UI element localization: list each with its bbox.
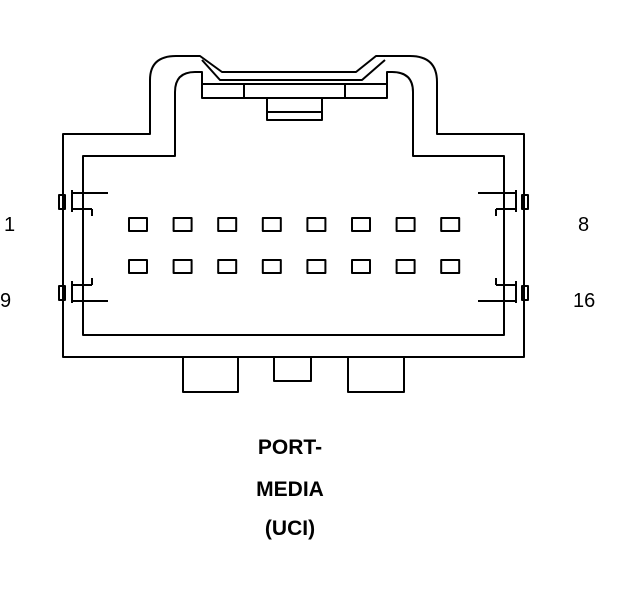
pin-cavity-6 <box>351 217 371 232</box>
locking-clip-top-left <box>58 190 108 216</box>
connector-name-line-2: MEDIA <box>256 478 324 501</box>
pin-cavity-5 <box>306 217 327 232</box>
pin-cavity-4 <box>261 217 282 232</box>
pin-label-16: 16 <box>573 290 596 312</box>
locking-clip-bottom-left <box>58 278 108 303</box>
connector-latch <box>201 59 387 121</box>
connector-outer-body <box>62 55 525 358</box>
pin-label-8: 8 <box>578 214 590 236</box>
pin-grid <box>128 217 461 274</box>
bottom-tab-right <box>347 357 405 393</box>
bottom-tab-center <box>273 357 312 382</box>
connector-name-line-3: (UCI) <box>264 517 316 540</box>
pin-cavity-11 <box>217 259 238 274</box>
pin-cavity-14 <box>351 259 371 274</box>
pin-cavity-2 <box>172 217 193 232</box>
pin-label-9: 9 <box>0 290 12 312</box>
pin-cavity-3 <box>217 217 238 232</box>
pin-cavity-16 <box>440 259 461 274</box>
connector-name-line-1: PORT- <box>257 436 323 459</box>
connector-inner-outline <box>82 71 505 336</box>
pin-label-1: 1 <box>4 214 16 236</box>
pin-cavity-1 <box>128 217 148 232</box>
pin-cavity-13 <box>306 259 327 274</box>
locking-clip-bottom-right <box>478 278 529 303</box>
pin-cavity-12 <box>261 259 282 274</box>
pin-cavity-10 <box>172 259 193 274</box>
bottom-tab-left <box>182 357 239 393</box>
pin-cavity-9 <box>128 259 148 274</box>
locking-clip-top-right <box>478 190 529 216</box>
pin-cavity-7 <box>395 217 416 232</box>
pin-cavity-15 <box>395 259 416 274</box>
pin-cavity-8 <box>440 217 461 232</box>
